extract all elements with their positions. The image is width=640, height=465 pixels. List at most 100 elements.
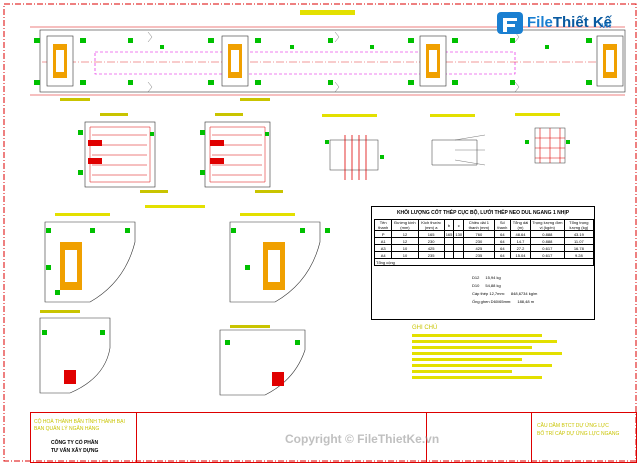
title-block-signatures xyxy=(426,413,532,462)
summary-label: Ống ghen D60/65mm: xyxy=(472,299,512,304)
table-cell: 11.07 xyxy=(563,237,595,245)
table-header: Số thanh xyxy=(493,219,512,231)
table-cell: 0.617 xyxy=(529,244,565,252)
company-line-2: TƯ VẤN XÂY DỰNG xyxy=(51,448,99,454)
watermark: Copyright © FileThietKe.vn xyxy=(285,432,440,446)
table-cell: 15.04 xyxy=(510,251,531,259)
summary-label: Cáp thép 12,7mm: xyxy=(472,291,505,296)
table-cell: 235 xyxy=(417,251,445,259)
rebar-details xyxy=(322,113,570,180)
table-cell: 64 xyxy=(493,230,512,238)
table-header: Chiều dài 1 thanh (mm) xyxy=(463,219,495,231)
anchor-section-details xyxy=(78,113,283,193)
table-header: b xyxy=(443,219,455,231)
table-cell xyxy=(453,244,465,252)
note-line xyxy=(412,358,522,361)
table-header: Tên thanh xyxy=(373,219,393,231)
table-cell: P xyxy=(373,230,393,238)
table-cell: 0.888 xyxy=(529,230,565,238)
title-block-drawing-title: CẦU DẦM BTCT DỰ ỨNG LỰC BỐ TRÍ CÁP DỰ ỨN… xyxy=(531,413,636,462)
table-cell: 130 xyxy=(453,230,465,238)
total-label: Tổng cộng xyxy=(374,258,594,266)
note-line xyxy=(412,340,557,343)
table-cell: A1 xyxy=(373,237,393,245)
note-line xyxy=(412,334,542,337)
table-cell: A4 xyxy=(373,251,393,259)
table-header: Đường kính (mm) xyxy=(391,219,419,231)
table-cell xyxy=(453,237,465,245)
table-cell: 43.19 xyxy=(563,230,595,238)
notes-title: GHI CHÚ xyxy=(412,325,438,331)
table-cell: 0.617 xyxy=(529,251,565,259)
table-cell: 230 xyxy=(417,237,445,245)
table-cell: 27.2 xyxy=(510,244,531,252)
table-header: c xyxy=(453,219,465,231)
drawing-title-1: CẦU DẦM BTCT DỰ ỨNG LỰC xyxy=(537,423,609,429)
table-header: Trọng lượng đơn vị (kg/m) xyxy=(529,219,565,231)
site-logo[interactable]: FileThiết Kế .vn xyxy=(495,8,635,40)
table-cell: 64 xyxy=(493,244,512,252)
summary-value: 188,48 m xyxy=(517,299,535,304)
logo-brand: FileThiết Kế xyxy=(527,14,613,31)
summary-line: D10 54,88 kg xyxy=(472,283,501,288)
table-cell xyxy=(443,251,455,259)
pier-section-views xyxy=(39,205,330,396)
note-line xyxy=(412,352,562,355)
summary-line: Cáp thép 12,7mm: 848,6734 kg/m xyxy=(472,291,537,296)
table-cell: 10 xyxy=(391,244,419,252)
table-cell xyxy=(443,237,455,245)
summary-value: 15,94 kg xyxy=(485,275,501,280)
table-cell: 760 xyxy=(463,230,495,238)
table-cell: 425 xyxy=(417,244,445,252)
table-cell: 0.888 xyxy=(529,237,565,245)
note-line xyxy=(412,370,512,373)
table-cell xyxy=(453,251,465,259)
table-cell: 16.78 xyxy=(563,244,595,252)
title-block: CỘ HOÀ THÀNH BẤN TỈNH THÀNH BẠI BAN QUẢN… xyxy=(30,412,637,463)
company-line-1: CÔNG TY CỔ PHẦN xyxy=(51,440,99,446)
quantity-table: Tên thanh Đường kính (mm) Kích thước (mm… xyxy=(373,219,595,266)
table-cell: A3 xyxy=(373,244,393,252)
table-cell: 64 xyxy=(493,237,512,245)
table-cell: 64 xyxy=(493,251,512,259)
title-block-project xyxy=(136,413,427,462)
sheet-border xyxy=(3,3,637,462)
table-cell: 425 xyxy=(463,244,495,252)
table-cell xyxy=(443,244,455,252)
summary-value: 848,6734 kg/m xyxy=(510,291,538,296)
table-cell: 165 xyxy=(443,230,455,238)
table-cell: 14.7 xyxy=(510,237,531,245)
rebar-quantity-table: KHỐI LƯỢNG CỐT THÉP CỤC BỘ, LƯỚI THÉP NE… xyxy=(371,206,595,320)
summary-label: D10 xyxy=(472,283,480,288)
table-cell: 12 xyxy=(391,230,419,238)
summary-line: D12 15,94 kg xyxy=(472,275,501,280)
note-line xyxy=(412,376,542,379)
summary-line: Ống ghen D60/65mm: 188,48 m xyxy=(472,299,534,304)
table-cell: 48.64 xyxy=(510,230,531,238)
client-line-2: BAN QUẢN LÝ NGÂN HÀNG xyxy=(34,426,100,432)
table-title: KHỐI LƯỢNG CỐT THÉP CỤC BỘ, LƯỚI THÉP NE… xyxy=(396,210,570,216)
title-block-client: CỘ HOÀ THÀNH BẤN TỈNH THÀNH BẠI BAN QUẢN… xyxy=(31,413,137,462)
summary-label: D12 xyxy=(472,275,480,280)
logo-mark-icon xyxy=(497,12,523,34)
client-line-1: CỘ HOÀ THÀNH BẤN TỈNH THÀNH BẠI xyxy=(34,419,125,425)
table-cell: 230 xyxy=(463,237,495,245)
table-header: Tổng trọng lượng (kg) xyxy=(563,219,595,231)
table-cell: 12 xyxy=(391,237,419,245)
table-header: Tổng dài (m) xyxy=(510,219,531,231)
top-plan-view xyxy=(30,10,626,101)
table-header-row: Tên thanh Đường kính (mm) Kích thước (mm… xyxy=(373,219,595,231)
table-cell: 10 xyxy=(391,251,419,259)
table-total-row: Tổng cộng xyxy=(374,258,594,266)
table-cell: 165 xyxy=(417,230,445,238)
drawing-title-2: BỐ TRÍ CÁP DỰ ỨNG LỰC NGANG xyxy=(537,431,620,437)
summary-value: 54,88 kg xyxy=(485,283,501,288)
table-cell: 9.28 xyxy=(563,251,595,259)
note-line xyxy=(412,364,552,367)
logo-suffix: .vn xyxy=(599,20,612,30)
